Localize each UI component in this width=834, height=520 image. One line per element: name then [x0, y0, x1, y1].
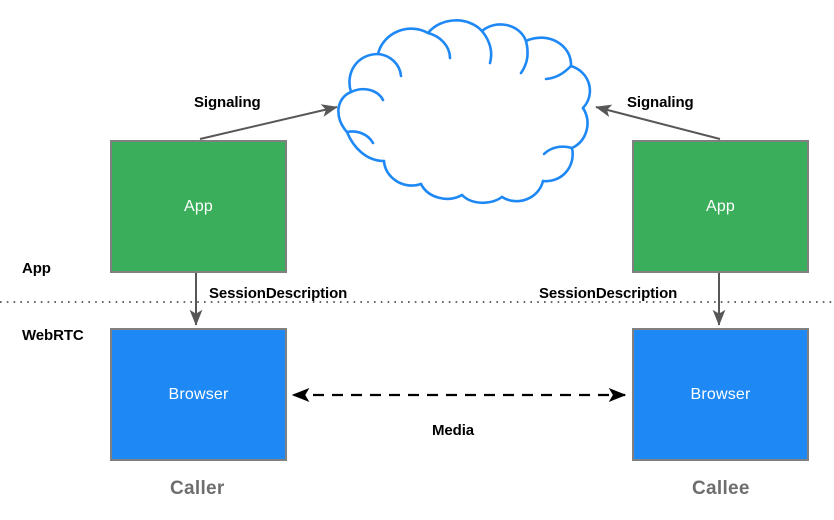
browser-box-caller-label: Browser	[168, 385, 229, 403]
layer-label-webrtc: WebRTC	[22, 327, 84, 344]
signaling-label-left: Signaling	[194, 94, 261, 111]
app-box-caller[interactable]: App	[110, 140, 287, 273]
cloud-icon	[337, 19, 592, 205]
app-box-callee[interactable]: App	[632, 140, 809, 273]
browser-box-caller[interactable]: Browser	[110, 328, 287, 461]
media-label: Media	[432, 422, 475, 439]
browser-box-callee[interactable]: Browser	[632, 328, 809, 461]
app-box-caller-label: App	[183, 197, 214, 215]
app-box-callee-label: App	[705, 197, 736, 215]
endpoint-label-caller: Caller	[170, 478, 225, 499]
signaling-label-right: Signaling	[627, 94, 694, 111]
endpoint-label-callee: Callee	[692, 478, 750, 499]
sessiondescription-label-left: SessionDescription	[209, 285, 348, 302]
layer-label-app: App	[22, 260, 51, 277]
signaling-arrow-left	[199, 104, 338, 140]
browser-box-callee-label: Browser	[690, 385, 751, 403]
sessiondescription-label-right: SessionDescription	[539, 285, 678, 302]
signaling-arrow-right	[595, 104, 721, 140]
